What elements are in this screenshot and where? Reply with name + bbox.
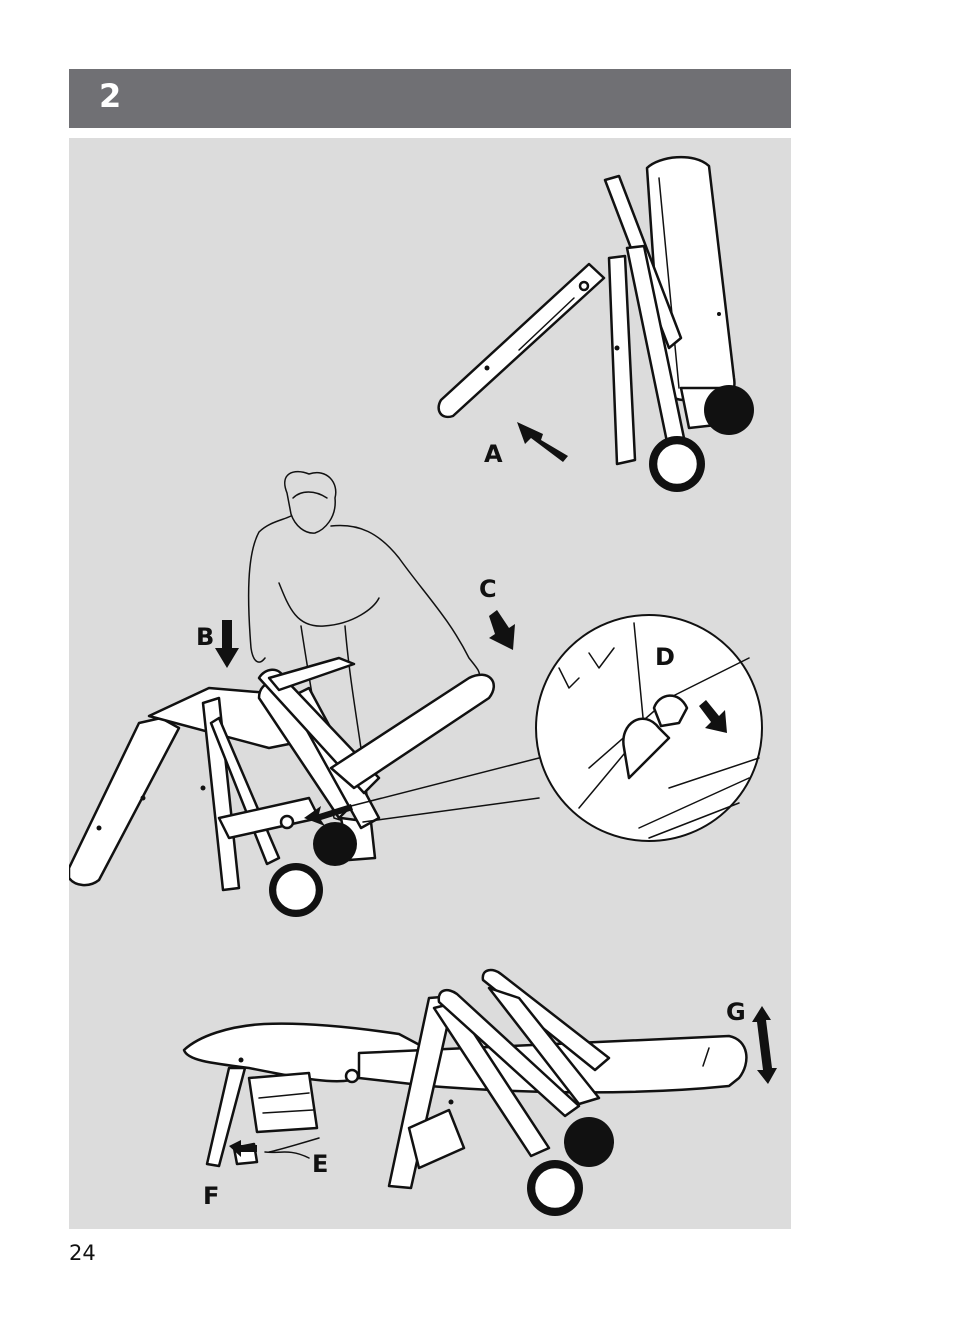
open-lounger-illustration: [184, 970, 777, 1216]
latch-detail-illustration: [536, 615, 762, 841]
label-f: F: [203, 1182, 219, 1210]
step-number: 2: [99, 77, 121, 115]
man-unfolding-lounger-illustration: [69, 472, 539, 917]
step-header-bar: 2: [69, 69, 791, 128]
illustration-svg: A B C D E F G: [69, 138, 791, 1229]
label-a: A: [484, 440, 503, 468]
label-b: B: [196, 623, 214, 651]
page-number: 24: [69, 1241, 96, 1265]
illustration-panel: A B C D E F G: [69, 138, 791, 1229]
label-g: G: [726, 998, 746, 1026]
label-e: E: [312, 1150, 328, 1178]
label-c: C: [479, 575, 497, 603]
label-d: D: [655, 643, 675, 671]
